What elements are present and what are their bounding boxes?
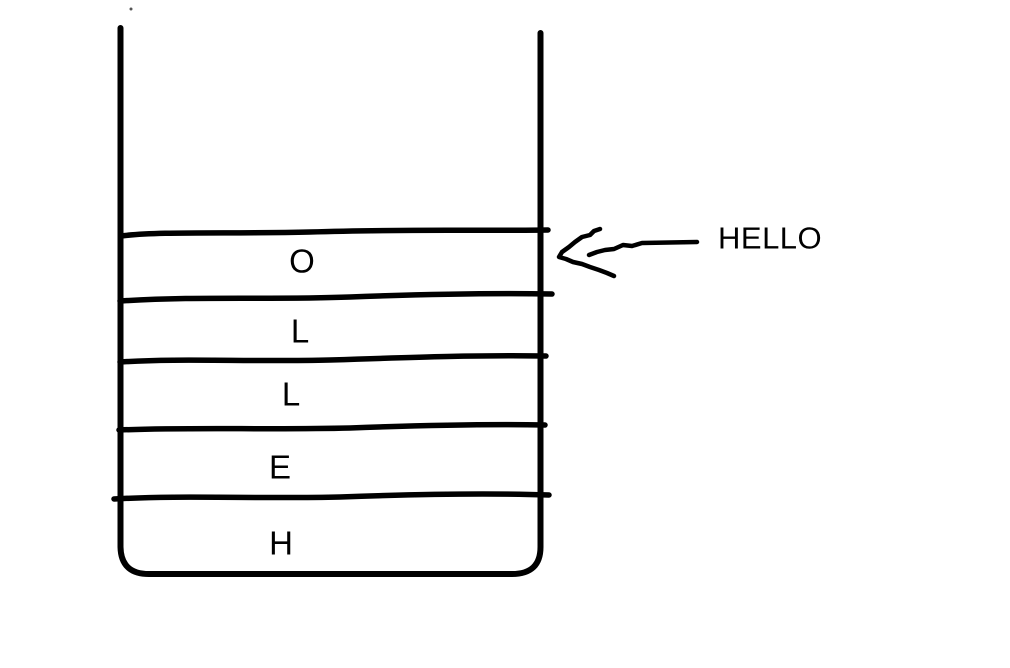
stack-item-label-2: L <box>290 312 310 350</box>
stack-item-label-4: E <box>268 448 292 486</box>
arrow-annotation-label: HELLO <box>718 220 823 256</box>
stray-dot <box>129 7 133 11</box>
level-separator-4 <box>116 421 548 433</box>
level-separator-5 <box>111 491 552 502</box>
container-outline <box>117 25 544 577</box>
level-separator-2 <box>117 290 555 304</box>
arrow-shaft <box>586 239 700 258</box>
level-separator-1 <box>118 227 551 239</box>
arrow-head <box>556 226 617 279</box>
stack-item-label-top: O <box>289 242 315 280</box>
level-separator-3 <box>117 352 549 365</box>
stack-item-label-3: L <box>281 375 301 413</box>
stack-item-label-bottom: H <box>269 524 293 562</box>
